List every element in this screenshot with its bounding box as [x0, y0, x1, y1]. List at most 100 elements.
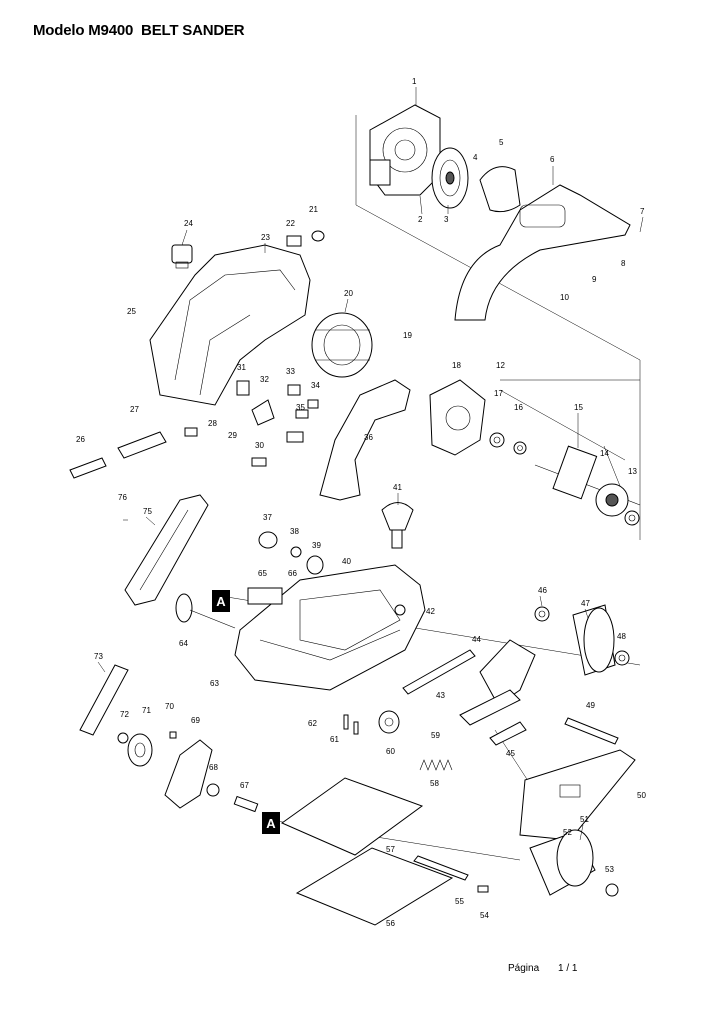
callout-label: 54 [480, 911, 489, 920]
callout-label: 43 [436, 691, 445, 700]
bottom-plate-part [519, 749, 636, 841]
callout-label: 64 [179, 639, 188, 648]
callout-label: 37 [263, 513, 272, 522]
callout-labels: 1 2 3 4 5 6 7 8 9 10 12 13 14 15 16 17 1… [76, 77, 646, 928]
callout-label: 23 [261, 233, 270, 242]
callout-label: 16 [514, 403, 523, 412]
callout-label: 68 [209, 763, 218, 772]
callout-label: 30 [255, 441, 264, 450]
housing-half-part [369, 104, 441, 196]
fan-part [431, 147, 469, 209]
callout-label: 29 [228, 431, 237, 440]
callout-label: 24 [184, 219, 193, 228]
armature-part [534, 445, 641, 517]
callout-label: 9 [592, 275, 597, 284]
callout-label: 76 [118, 493, 127, 502]
switch-small-parts [184, 380, 319, 467]
callout-label: 71 [142, 706, 151, 715]
reference-letter: A [216, 594, 226, 609]
callout-label: 62 [308, 719, 317, 728]
callout-label: 63 [210, 679, 219, 688]
dust-nozzle-part [69, 431, 167, 479]
callout-label: 56 [386, 919, 395, 928]
callout-label: 32 [260, 375, 269, 384]
label-plate-part [247, 587, 283, 605]
rear-roller-part [529, 829, 619, 897]
callout-label: 14 [600, 449, 609, 458]
callout-label: 7 [640, 207, 645, 216]
callout-label: 73 [94, 652, 103, 661]
page-title: Modelo M9400 BELT SANDER [33, 22, 245, 39]
axle-part [564, 717, 619, 745]
callout-label: 19 [403, 331, 412, 340]
callout-label: 57 [386, 845, 395, 854]
callout-label: 72 [120, 710, 129, 719]
callout-label: 49 [586, 701, 595, 710]
field-coil-part [311, 312, 373, 378]
callout-label: 17 [494, 389, 503, 398]
callout-label: 70 [165, 702, 174, 711]
callout-label: 40 [342, 557, 351, 566]
callout-label: 55 [455, 897, 464, 906]
main-housing-part [149, 244, 311, 406]
gear-small-parts [258, 531, 406, 616]
callout-label: 69 [191, 716, 200, 725]
switch-parts [286, 230, 325, 247]
reference-mark-a-top: A [212, 590, 230, 612]
reference-letter: A [266, 816, 276, 831]
gear-housing-part [164, 739, 213, 809]
callout-label: 47 [581, 599, 590, 608]
callout-label: 18 [452, 361, 461, 370]
callout-label: 59 [431, 731, 440, 740]
callout-label: 4 [473, 153, 478, 162]
front-roller-part [534, 604, 630, 676]
callout-label: 58 [430, 779, 439, 788]
leader-lines [97, 87, 644, 841]
brush-cap-part [171, 244, 193, 269]
callout-label: 36 [364, 433, 373, 442]
callout-label: 35 [296, 403, 305, 412]
callout-label: 3 [444, 215, 449, 224]
callout-label: 12 [496, 361, 505, 370]
guide-strip-part [402, 649, 476, 695]
callout-label: 2 [418, 215, 423, 224]
callout-label: 51 [580, 815, 589, 824]
base-frame-part [234, 564, 426, 691]
callout-label: 31 [237, 363, 246, 372]
callout-label: 5 [499, 138, 504, 147]
callout-label: 1 [412, 77, 417, 86]
callout-label: 26 [76, 435, 85, 444]
knob-part [381, 502, 414, 549]
callout-label: 8 [621, 259, 626, 268]
roller-bracket-part [459, 639, 536, 746]
pulley-part [127, 733, 153, 767]
callout-label: 6 [550, 155, 555, 164]
spring-part [419, 759, 453, 771]
reference-mark-a-bottom: A [262, 812, 280, 834]
callout-label: 45 [506, 749, 515, 758]
callout-label: 48 [617, 632, 626, 641]
drive-shaft-part [175, 593, 236, 629]
bearing-box-part [429, 379, 486, 456]
rear-handle-part [319, 379, 411, 501]
callout-label: 21 [309, 205, 318, 214]
callout-label: 25 [127, 307, 136, 316]
callout-label: 66 [288, 569, 297, 578]
footer-page-label: Página [508, 963, 540, 974]
base-pad-part [280, 777, 454, 926]
callout-label: 60 [386, 747, 395, 756]
callout-label: 75 [143, 507, 152, 516]
callout-label: 50 [637, 791, 646, 800]
callout-label: 67 [240, 781, 249, 790]
callout-label: 15 [574, 403, 583, 412]
callout-label: 39 [312, 541, 321, 550]
idler-small-parts [343, 710, 400, 735]
spindle-small-parts [117, 731, 259, 813]
callout-label: 27 [130, 405, 139, 414]
callout-label: 42 [426, 607, 435, 616]
callout-label: 65 [258, 569, 267, 578]
callout-label: 22 [286, 219, 295, 228]
callout-label: 33 [286, 367, 295, 376]
callout-label: 41 [393, 483, 402, 492]
